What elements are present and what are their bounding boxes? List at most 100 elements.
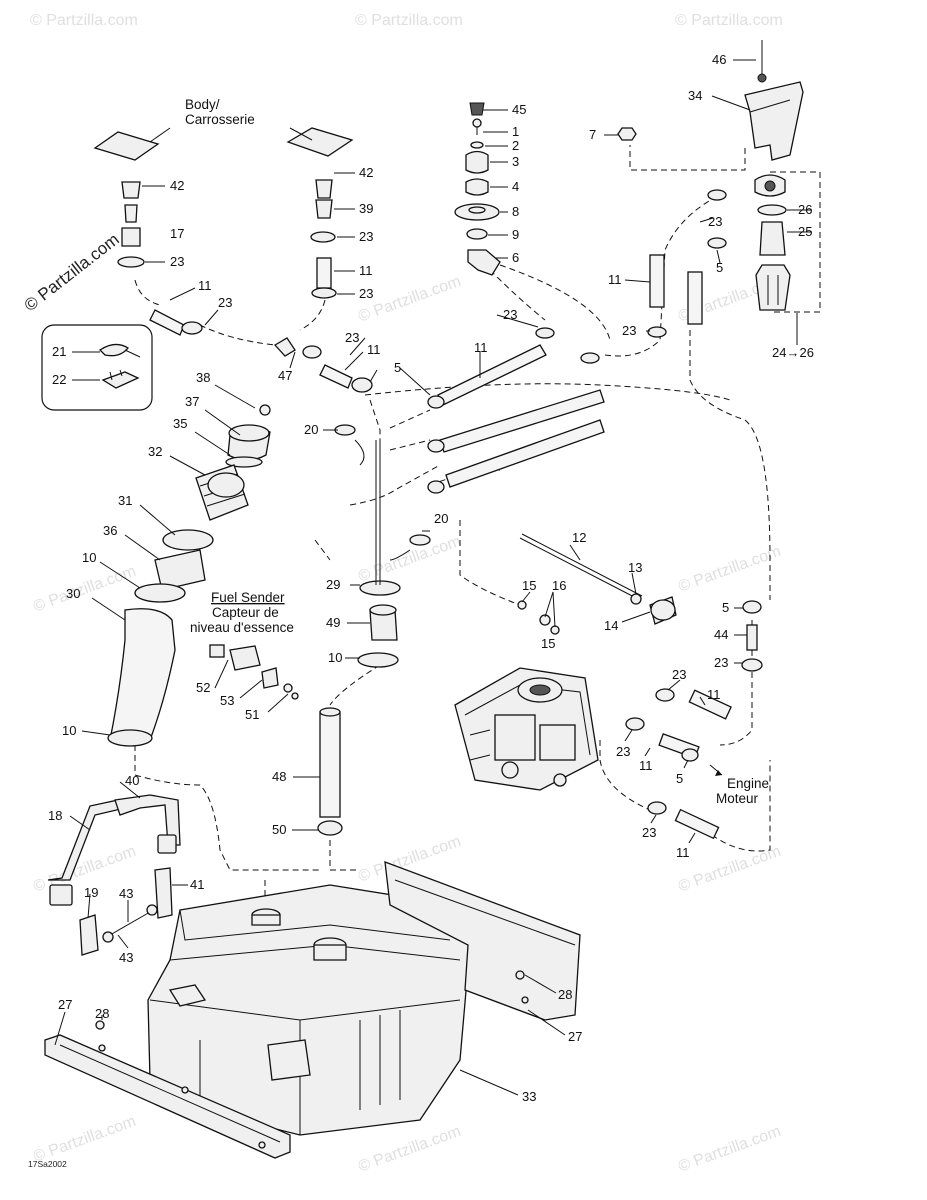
- callout-11: 11: [198, 278, 212, 293]
- drawing-code: 17Sa2002: [28, 1159, 67, 1169]
- callout-36: 36: [103, 523, 117, 538]
- callout-15: 15: [522, 578, 536, 593]
- clip-inset: [41, 324, 153, 411]
- svg-text:© Partzilla.com: © Partzilla.com: [356, 1123, 463, 1176]
- callout-23: 23: [503, 307, 517, 322]
- callout-23: 23: [672, 667, 686, 682]
- tank-straps: [47, 794, 181, 956]
- fuel-filter-assembly: [617, 40, 804, 311]
- callout-26: 26: [798, 202, 812, 217]
- fuel-sender-assembly: [209, 424, 431, 836]
- engine-caption-line2: Moteur: [716, 791, 759, 806]
- callout-5: 5: [676, 771, 683, 786]
- callout-labels: 46 34 7 26 25 23 5 11 23 45 1 2 3 4 8 9 …: [48, 52, 812, 1104]
- callout-4: 4: [512, 179, 519, 194]
- callout-18: 18: [48, 808, 62, 823]
- carburetor: [454, 600, 763, 840]
- callout-3: 3: [512, 154, 519, 169]
- watermark-main: © Partzilla.com: [21, 230, 123, 316]
- callout-51: 51: [245, 707, 259, 722]
- callout-23: 23: [616, 744, 630, 759]
- fuel-sender-caption-line2: Capteur de: [212, 605, 279, 620]
- svg-text:© Partzilla.com: © Partzilla.com: [31, 1113, 138, 1166]
- callout-43: 43: [119, 950, 133, 965]
- fuel-sender-caption-line1: Fuel Sender: [211, 590, 285, 605]
- callout-47: 47: [278, 368, 292, 383]
- callout-10: 10: [62, 723, 76, 738]
- callout-30: 30: [66, 586, 80, 601]
- callout-16: 16: [552, 578, 566, 593]
- callout-50: 50: [272, 822, 286, 837]
- callout-23: 23: [708, 214, 722, 229]
- callout-35: 35: [173, 416, 187, 431]
- callout-32: 32: [148, 444, 162, 459]
- callout-41: 41: [190, 877, 204, 892]
- callout-13: 13: [628, 560, 642, 575]
- callout-11: 11: [359, 263, 373, 278]
- callout-45: 45: [512, 102, 526, 117]
- callout-29: 29: [326, 577, 340, 592]
- callout-10: 10: [82, 550, 96, 565]
- callout-23: 23: [345, 330, 359, 345]
- callout-23: 23: [359, 229, 373, 244]
- shutoff-valve-rod: [517, 533, 677, 635]
- svg-text:© Partzilla.com: © Partzilla.com: [676, 843, 783, 896]
- callout-11: 11: [367, 342, 381, 357]
- callout-22: 22: [52, 372, 66, 387]
- callout-5: 5: [716, 260, 723, 275]
- callout-1: 1: [512, 124, 519, 139]
- callout-11: 11: [639, 758, 653, 773]
- fuel-valve-stack: [454, 102, 501, 276]
- callout-49: 49: [326, 615, 340, 630]
- svg-text:© Partzilla.com: © Partzilla.com: [676, 543, 783, 596]
- callout-10: 10: [328, 650, 342, 665]
- body-caption-line1: Body/: [185, 97, 220, 112]
- svg-text:© Partzilla.com: © Partzilla.com: [676, 1123, 783, 1176]
- callout-48: 48: [272, 769, 286, 784]
- callout-27: 27: [58, 997, 72, 1012]
- svg-text:© Partzilla.com: © Partzilla.com: [675, 12, 783, 29]
- callout-23: 23: [622, 323, 636, 338]
- svg-text:© Partzilla.com: © Partzilla.com: [30, 12, 138, 29]
- callout-9: 9: [512, 227, 519, 242]
- callout-11: 11: [676, 845, 690, 860]
- body-caption-line2: Carrosserie: [185, 112, 255, 127]
- callout-52: 52: [196, 680, 210, 695]
- callout-31: 31: [118, 493, 132, 508]
- callout-17: 17: [170, 226, 184, 241]
- callout-23: 23: [170, 254, 184, 269]
- callout-2: 2: [512, 138, 519, 153]
- engine-caption-line1: Engine: [727, 776, 769, 791]
- callout-28: 28: [95, 1006, 109, 1021]
- skid-plates: [44, 861, 581, 1159]
- filler-neck-assembly: [107, 404, 271, 747]
- callout-23: 23: [714, 655, 728, 670]
- callout-40: 40: [125, 773, 139, 788]
- callout-37: 37: [185, 394, 199, 409]
- svg-text:© Partzilla.com: © Partzilla.com: [31, 563, 138, 616]
- callout-39: 39: [359, 201, 373, 216]
- callout-6: 6: [512, 250, 519, 265]
- callout-20: 20: [304, 422, 318, 437]
- callout-33: 33: [522, 1089, 536, 1104]
- callout-20: 20: [434, 511, 448, 526]
- callout-23: 23: [359, 286, 373, 301]
- leader-lines: [54, 59, 812, 1096]
- callout-28: 28: [558, 987, 572, 1002]
- callout-38: 38: [196, 370, 210, 385]
- callout-19: 19: [84, 885, 98, 900]
- fuel-lines: [427, 189, 727, 494]
- callout-43: 43: [119, 886, 133, 901]
- callout-42: 42: [359, 165, 373, 180]
- callout-11: 11: [474, 340, 488, 355]
- callout-21: 21: [52, 344, 66, 359]
- fuel-tank: [147, 884, 471, 1136]
- callout-34: 34: [688, 88, 702, 103]
- callout-12: 12: [572, 530, 586, 545]
- callout-11: 11: [707, 687, 721, 702]
- callout-5: 5: [394, 360, 401, 375]
- callout-27: 27: [568, 1029, 582, 1044]
- callout-46: 46: [712, 52, 726, 67]
